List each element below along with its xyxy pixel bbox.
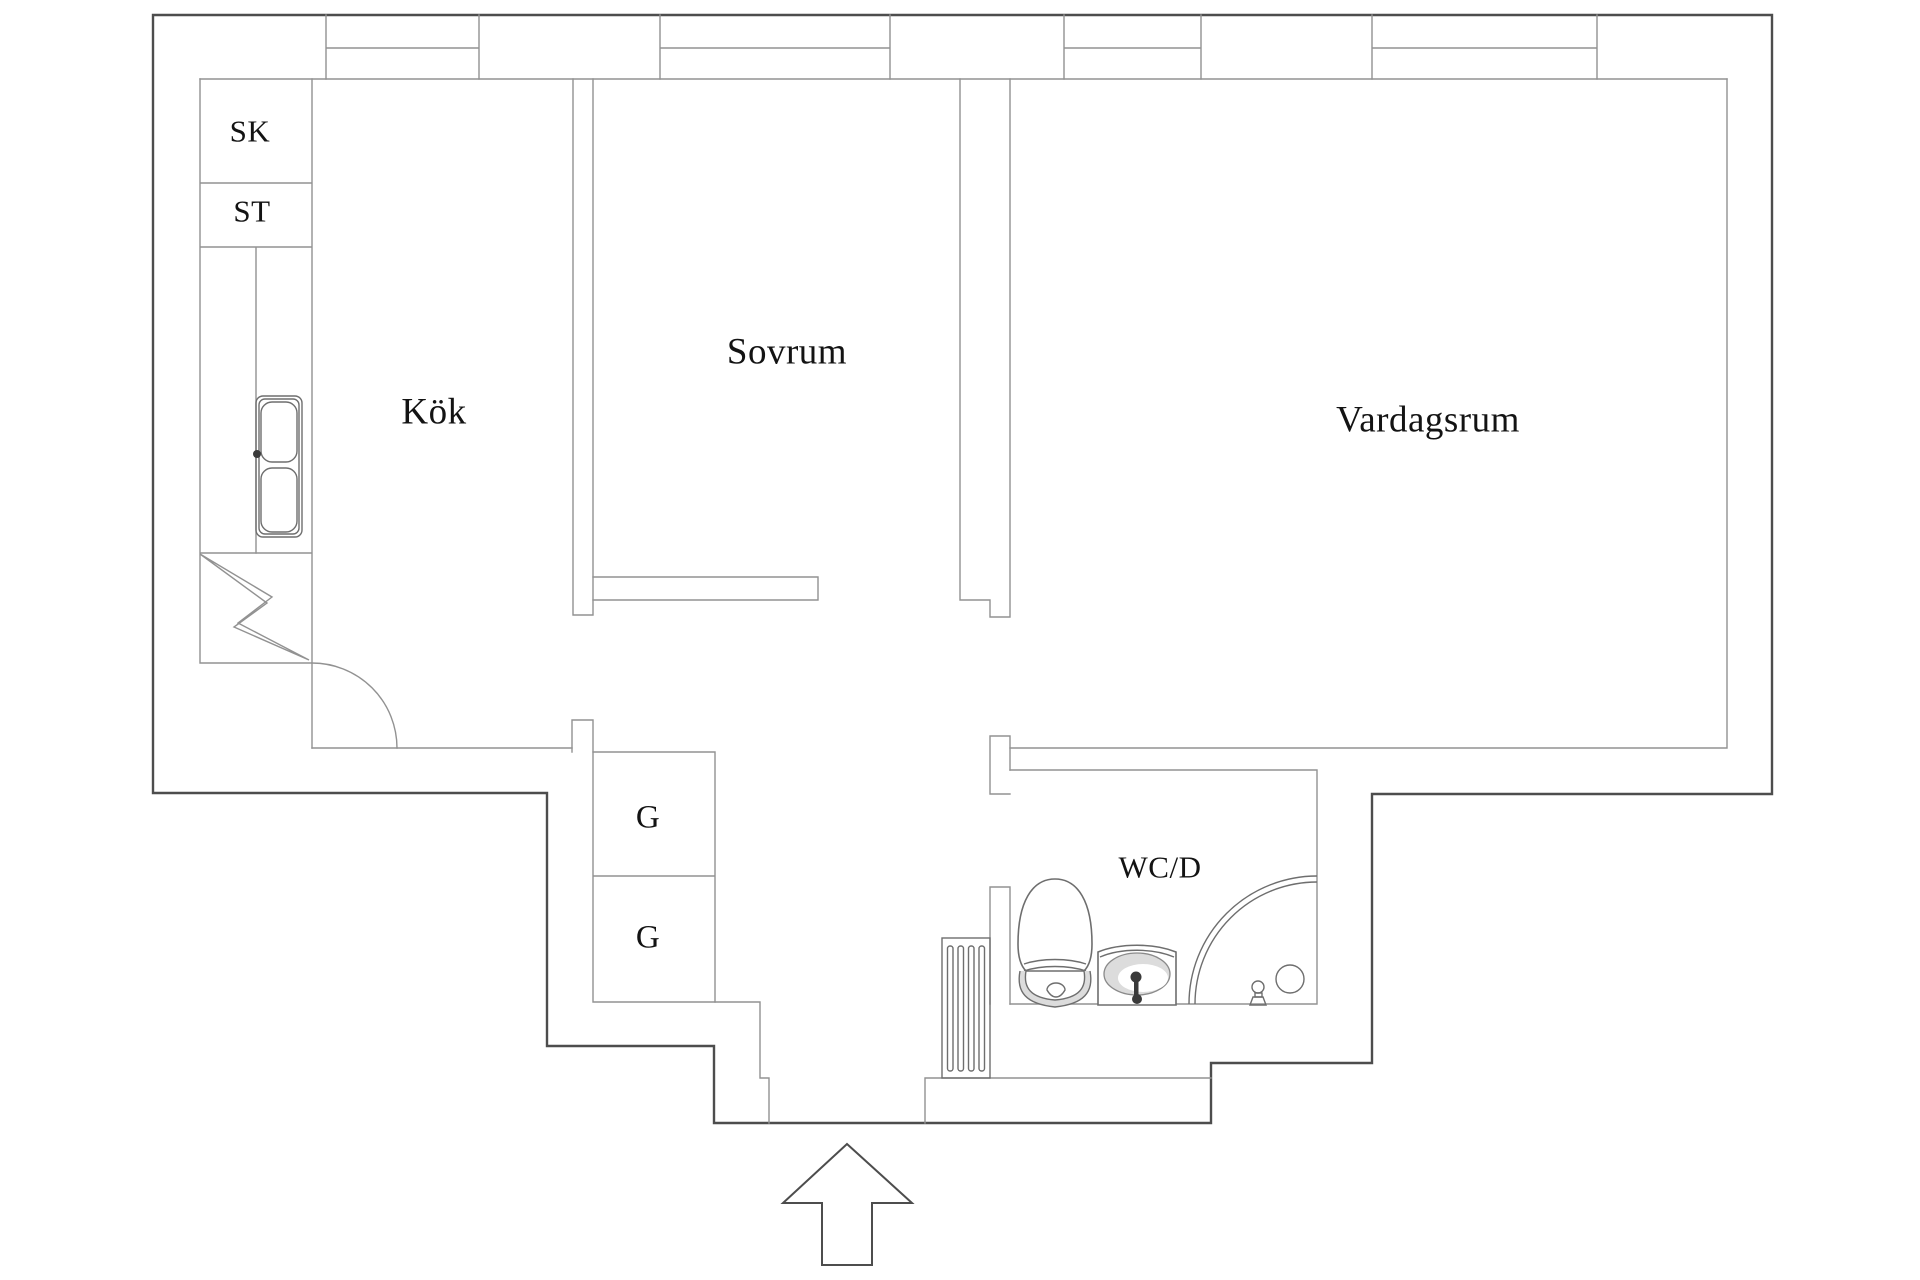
room-label-kok: Kök (401, 391, 467, 433)
drain (1275, 964, 1305, 994)
entrance-arrow (780, 1142, 915, 1266)
window (659, 14, 891, 80)
window (1371, 14, 1598, 80)
toilet (1017, 878, 1093, 1008)
kitchen-door-arc (311, 662, 398, 749)
room-label-sovrum: Sovrum (726, 331, 848, 373)
radiator (941, 937, 991, 1079)
closets-g (592, 751, 716, 1003)
shower-curtain-arc (1188, 875, 1318, 1005)
zigzag-symbol (199, 553, 310, 661)
windows (325, 14, 1598, 80)
kitchen-sink (253, 395, 303, 538)
room-label-vardagsrum: Vardagsrum (1336, 399, 1520, 441)
flush-handle (1046, 982, 1066, 998)
room-label-wcd: WC/D (1118, 849, 1202, 885)
outer-boundary (151, 13, 1774, 1125)
window (1063, 14, 1202, 80)
shower-mixer (1248, 980, 1268, 1006)
room-label-g-upper: G (635, 799, 661, 836)
shower (1188, 875, 1318, 1006)
window (325, 14, 480, 80)
room-label-sk: SK (229, 113, 271, 149)
room-label-g-lower: G (635, 919, 661, 956)
faucet-dot (253, 450, 261, 458)
bathroom-sink (1097, 944, 1177, 1006)
room-label-st: ST (233, 193, 271, 229)
